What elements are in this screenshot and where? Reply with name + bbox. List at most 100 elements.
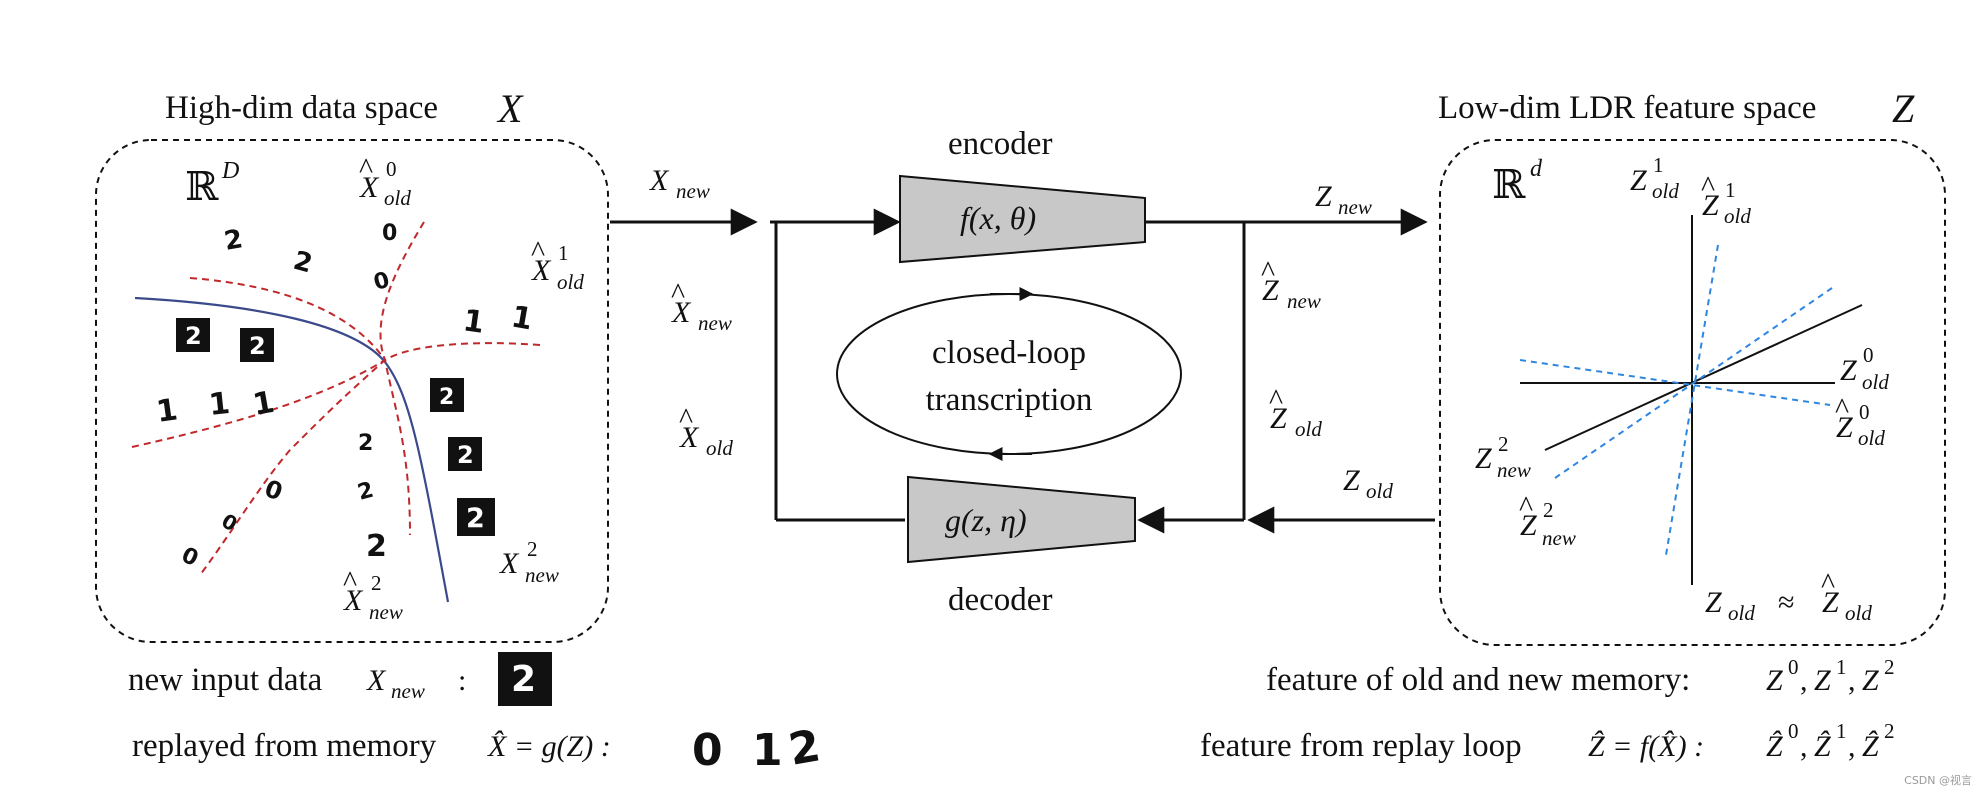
svg-text:0: 0 (1863, 343, 1874, 367)
svg-text:2: 2 (527, 537, 538, 561)
svg-text:2: 2 (371, 571, 382, 595)
label-z-new: Z new (1315, 180, 1372, 219)
svg-text:,: , (1848, 664, 1856, 697)
svg-text:0: 0 (1788, 719, 1799, 743)
svg-text:Z: Z (1840, 354, 1857, 387)
decoder-block (907, 475, 1136, 564)
svg-text:Z: Z (1766, 664, 1783, 697)
loop-text-line1: closed-loop (932, 335, 1086, 371)
svg-text:old: old (1366, 479, 1393, 503)
label-zhat-old: Z ^ old (1269, 383, 1322, 441)
decoder-label: decoder (948, 582, 1052, 618)
encoder-label: encoder (948, 126, 1052, 162)
svg-text:Z: Z (1705, 586, 1722, 619)
decision-boundary-red-1 (189, 277, 386, 361)
hat-mark: ^ (1261, 255, 1275, 288)
subspace-z2-hat (1554, 287, 1833, 479)
svg-text:Ẑ: Ẑ (1862, 730, 1879, 763)
svg-text:Z: Z (1702, 189, 1719, 222)
left-panel-title: High-dim data space (165, 90, 438, 126)
svg-text:0: 0 (1859, 400, 1870, 424)
label-zhat2-new: Z ^ 2 new (1519, 490, 1576, 550)
digit-image (457, 498, 495, 536)
digit-sample: 0 (382, 221, 397, 246)
svg-text:new: new (391, 679, 425, 703)
svg-text:Z: Z (1475, 442, 1492, 475)
svg-text:0: 0 (1788, 655, 1799, 679)
svg-text:0: 0 (386, 157, 397, 181)
svg-text:2: 2 (1884, 719, 1895, 743)
decision-boundary-red-3 (199, 342, 541, 576)
svg-text:2: 2 (466, 503, 485, 534)
svg-text:new: new (1497, 458, 1531, 482)
watermark: CSDN @视言 (1904, 774, 1972, 787)
digit-sample: 2 (358, 431, 373, 456)
digit-samples: 2 2 0 0 1 1 2 2 2 1 1 1 0 0 0 (154, 221, 535, 572)
caption-new-input: new input data (128, 662, 323, 698)
svg-text:,: , (1800, 664, 1808, 697)
svg-text:old: old (1858, 426, 1885, 450)
svg-text:old: old (1845, 601, 1872, 625)
svg-text:new: new (1338, 195, 1372, 219)
svg-text:X: X (649, 164, 670, 197)
svg-text:old: old (1728, 601, 1755, 625)
digit-sample: 2 (366, 529, 387, 564)
digit-sample: 1 (461, 303, 487, 341)
svg-text:new: new (1542, 526, 1576, 550)
svg-text:2: 2 (439, 385, 454, 410)
hat-mark: ^ (1519, 490, 1533, 523)
bottom-left-captions: new input data X new : 2 replayed from m… (128, 652, 824, 776)
feature-space-dim: d (1530, 156, 1543, 182)
svg-text:old: old (1724, 204, 1751, 228)
digit-sample: 0 (261, 474, 286, 506)
svg-text:old: old (1652, 179, 1679, 203)
svg-text:,: , (1800, 730, 1808, 763)
hat-mark: ^ (671, 277, 685, 310)
replayed-digit: 0 (692, 725, 723, 776)
feature-space-symbol: ℝ (1492, 162, 1526, 207)
label-z1-old: Z 1 old (1630, 153, 1679, 203)
data-space-symbol: ℝ (185, 164, 219, 209)
caption-colon: : (458, 664, 466, 697)
label-xhat-new-2: X ^ 2 new (343, 565, 403, 624)
svg-text:Z: Z (1262, 274, 1279, 307)
digit-sample: 1 (207, 386, 231, 423)
right-panel-title: Low-dim LDR feature space (1438, 90, 1816, 126)
decoder-function: g(z, η) (945, 502, 1027, 538)
right-panel-title-symbol: Z (1892, 86, 1915, 131)
label-z0-old: Z 0 old (1840, 343, 1889, 394)
svg-text:new: new (698, 311, 732, 335)
svg-text:2: 2 (249, 332, 266, 360)
replayed-digit: 2 (785, 720, 824, 776)
digit-image (430, 378, 464, 412)
feature-subspaces (1519, 215, 1863, 585)
svg-text:1: 1 (1836, 719, 1847, 743)
caption-feature-memory-formula: Z 0 , Z 1 , Z 2 (1766, 655, 1895, 697)
svg-text:1: 1 (1653, 153, 1664, 177)
label-zhat-new: Z ^ new (1261, 255, 1321, 313)
digit-sample: 1 (509, 299, 536, 337)
svg-text:Z: Z (1814, 664, 1831, 697)
caption-new-input-symbol: X (366, 664, 387, 697)
digit-sample: 2 (290, 246, 315, 280)
caption-replay-loop-items: Ẑ 0 , Ẑ 1 , Ẑ 2 (1766, 719, 1895, 763)
caption-replay-loop: feature from replay loop (1200, 728, 1522, 764)
svg-text:Z: Z (1315, 180, 1332, 213)
caption-replay-loop-formula: Ẑ = f(X̂) : (1588, 730, 1704, 763)
left-panel: High-dim data space X ℝ D X ^ 0 old X ^ … (95, 86, 609, 643)
svg-text:Ẑ: Ẑ (1814, 730, 1831, 763)
svg-text:2: 2 (1884, 655, 1895, 679)
label-z-old: Z old (1343, 464, 1393, 503)
svg-text:Z: Z (1520, 509, 1537, 542)
svg-text:new: new (1287, 289, 1321, 313)
svg-text:old: old (706, 436, 733, 460)
svg-text:2: 2 (457, 441, 474, 469)
digit-sample: 1 (250, 385, 277, 423)
svg-text:X: X (531, 254, 552, 287)
svg-text:2: 2 (1543, 498, 1554, 522)
svg-text:2: 2 (185, 322, 202, 350)
hat-mark: ^ (531, 235, 545, 268)
right-panel: Low-dim LDR feature space Z ℝ d Z 1 old … (1438, 86, 1946, 646)
svg-text:new: new (369, 600, 403, 624)
bottom-right-captions: feature of old and new memory: Z 0 , Z 1… (1200, 655, 1895, 764)
